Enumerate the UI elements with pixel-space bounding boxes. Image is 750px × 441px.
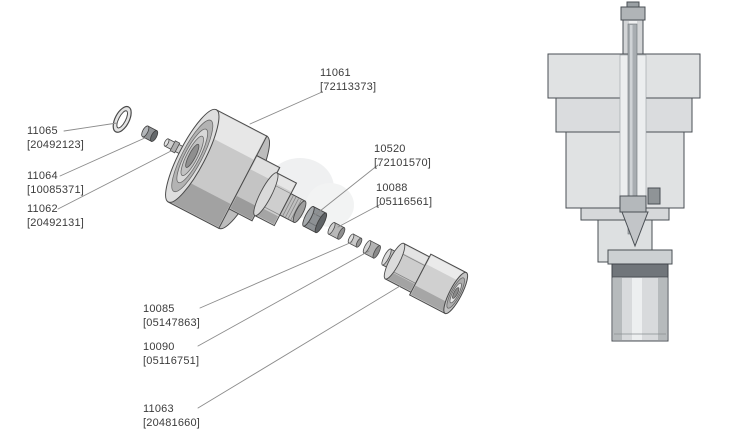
- part-label-11062: 11062 [20492131]: [27, 202, 84, 231]
- part-ref: [72101570]: [374, 157, 432, 170]
- part-label-10090: 10090 [05116751]: [143, 340, 199, 369]
- leader-10085: [199, 241, 353, 309]
- part-ref: [05116561]: [376, 196, 433, 209]
- leader-10090: [197, 250, 370, 347]
- leader-11063: [197, 285, 401, 409]
- section-sleeve-collar: [607, 249, 673, 265]
- part-ref: [20492123]: [27, 139, 85, 152]
- part-number: 11065: [27, 125, 58, 137]
- leader-10088: [337, 203, 382, 228]
- part-number: 10090: [143, 341, 175, 353]
- part-ref: [10085371]: [27, 184, 85, 197]
- leader-11061: [249, 91, 323, 125]
- body-11061: [165, 108, 307, 230]
- exploded-view: [57, 91, 469, 409]
- section-top-fitting: [620, 6, 646, 21]
- part-number: 11062: [27, 203, 58, 215]
- part-ref: [20481660]: [143, 417, 201, 430]
- leader-11065: [63, 122, 118, 132]
- part-ref: [72113373]: [320, 81, 377, 94]
- nut-11064: [141, 125, 159, 142]
- section-view: [547, 1, 701, 342]
- part-number: 11064: [27, 170, 58, 182]
- fitting-11063: [381, 242, 469, 315]
- nut-10520: [302, 205, 328, 234]
- part-label-11064: 11064 [10085371]: [27, 169, 84, 198]
- part-number: 11063: [143, 403, 174, 415]
- section-sleeve-shade-right: [658, 278, 667, 340]
- part-label-11063: 11063 [20481660]: [143, 402, 200, 431]
- leader-10520: [314, 164, 379, 216]
- part-number: 11061: [320, 67, 351, 79]
- ferrule-10085: [347, 233, 363, 248]
- section-seat: [619, 195, 647, 213]
- part-ref: [05147863]: [143, 317, 201, 330]
- leader-11062: [57, 150, 172, 210]
- part-label-10088: 10088 [05116561]: [376, 181, 432, 210]
- part-number: 10085: [143, 303, 175, 315]
- ferrule-10088: [327, 222, 346, 240]
- section-sleeve-band: [611, 263, 669, 278]
- leader-lines: [57, 91, 401, 409]
- section-sleeve-highlight: [632, 278, 642, 340]
- part-label-10085: 10085 [05147863]: [143, 302, 200, 331]
- leader-11064: [59, 136, 148, 177]
- part-number: 10088: [376, 182, 408, 194]
- part-number: 10520: [374, 143, 406, 155]
- part-label-11065: 11065 [20492123]: [27, 124, 84, 153]
- part-ref: [20492131]: [27, 217, 85, 230]
- part-ref: [05116751]: [143, 355, 200, 368]
- part-label-10520: 10520 [72101570]: [374, 142, 431, 171]
- section-side-plug: [647, 187, 661, 205]
- section-needle-cone: [621, 211, 649, 248]
- part-label-11061: 11061 [72113373]: [320, 66, 376, 95]
- oring-11065: [112, 105, 132, 133]
- section-sleeve-shade-left: [613, 278, 622, 340]
- section-rod-highlight: [630, 25, 633, 233]
- gland-10090: [362, 240, 381, 259]
